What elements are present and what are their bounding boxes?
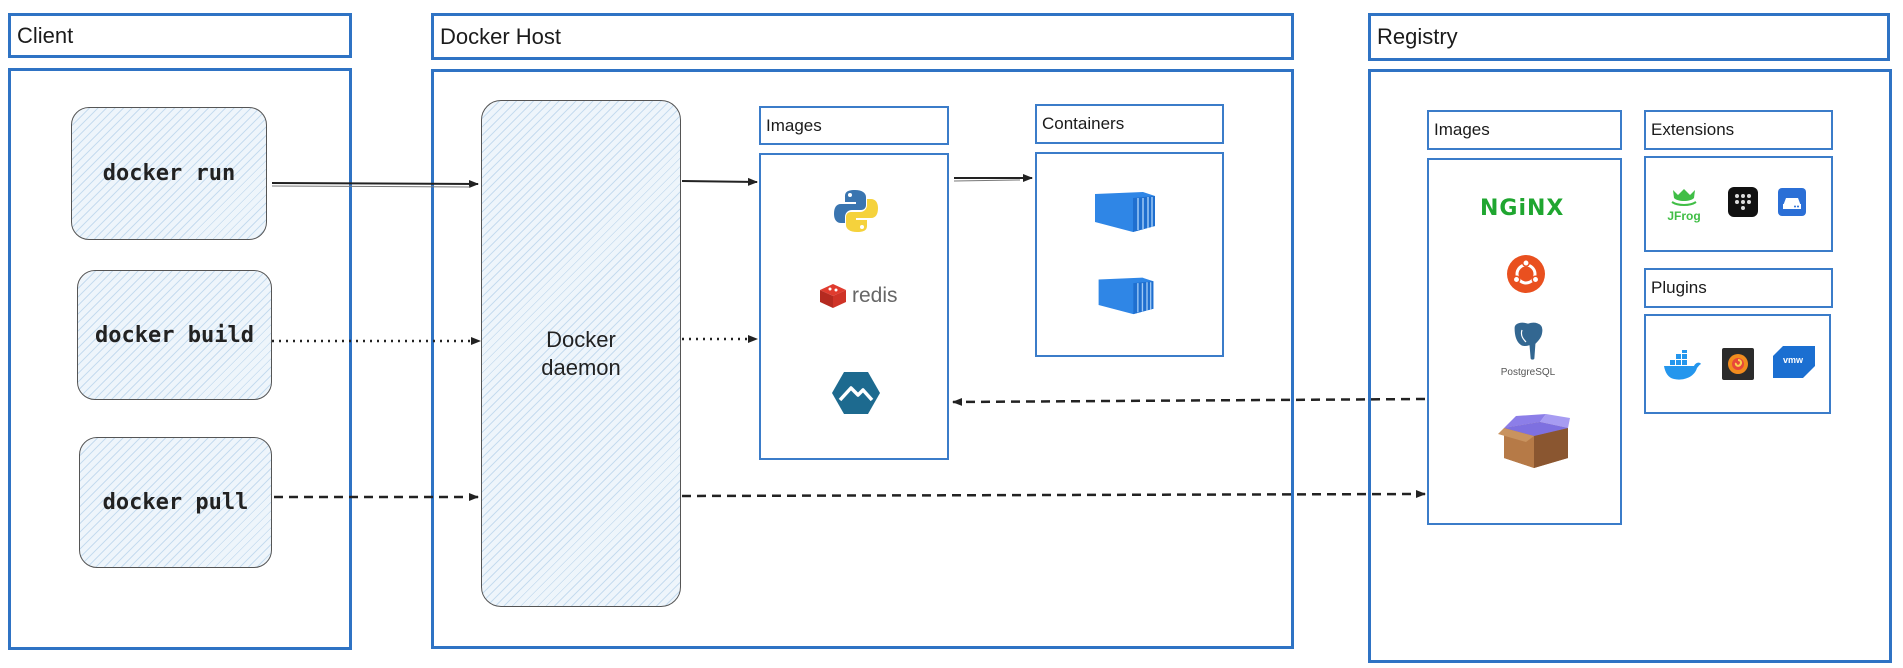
daemon-label-line1: Docker <box>546 327 616 352</box>
postgresql-logo[interactable]: PostgreSQL <box>1498 320 1558 378</box>
containers-panel <box>1035 152 1224 357</box>
docker-run-command[interactable]: docker run <box>71 107 267 240</box>
host-images-header: Images <box>759 106 949 145</box>
registry-header: Registry <box>1368 13 1890 61</box>
jfrog-icon <box>1671 189 1697 206</box>
disk-icon[interactable] <box>1778 188 1806 216</box>
extensions-header: Extensions <box>1644 110 1833 150</box>
container-icon[interactable] <box>1095 274 1157 316</box>
box-icon[interactable] <box>1496 412 1572 470</box>
registry-images-title: Images <box>1434 120 1490 139</box>
redis-icon <box>820 284 846 308</box>
plugins-header: Plugins <box>1644 268 1833 308</box>
grafana-icon[interactable] <box>1722 348 1754 380</box>
docker-daemon[interactable]: Docker daemon <box>481 100 681 607</box>
docker-daemon-label: Docker daemon <box>541 326 621 381</box>
vmware-label: vmw <box>1783 355 1804 365</box>
vmware-icon <box>1773 346 1815 378</box>
containers-header: Containers <box>1035 104 1224 144</box>
docker-host-header: Docker Host <box>431 13 1294 60</box>
redis-logo[interactable]: redis <box>818 282 898 310</box>
python-icon[interactable] <box>833 188 879 234</box>
client-title: Client <box>17 22 74 48</box>
docker-pull-label: docker pull <box>102 490 249 515</box>
registry-title: Registry <box>1377 24 1458 49</box>
docker-build-label: docker build <box>95 322 254 348</box>
nginx-icon[interactable]: NGiNX <box>1480 196 1564 221</box>
plugins-title: Plugins <box>1651 278 1707 297</box>
registry-images-header: Images <box>1427 110 1622 150</box>
docker-whale-icon[interactable] <box>1662 350 1702 382</box>
postgresql-label: PostgreSQL <box>1500 367 1556 378</box>
redis-label: redis <box>852 284 898 307</box>
docker-run-label: docker run <box>102 161 236 186</box>
jfrog-label: JFrog <box>1667 209 1701 223</box>
ubuntu-icon[interactable] <box>1506 254 1546 294</box>
containers-title: Containers <box>1042 114 1125 133</box>
nginx-label: NGiNX <box>1480 196 1565 221</box>
grid-app-icon[interactable] <box>1728 187 1758 217</box>
docker-pull-command[interactable]: docker pull <box>79 437 272 568</box>
docker-build-command[interactable]: docker build <box>77 270 272 400</box>
docker-host-title: Docker Host <box>440 23 562 49</box>
jfrog-logo[interactable]: JFrog <box>1667 186 1701 223</box>
host-images-title: Images <box>766 115 822 135</box>
daemon-label-line2: daemon <box>541 354 621 380</box>
container-icon[interactable] <box>1093 188 1157 234</box>
postgresql-icon <box>1513 321 1544 361</box>
extensions-title: Extensions <box>1651 120 1735 139</box>
alpine-icon[interactable] <box>831 370 881 416</box>
client-header: Client <box>8 13 352 58</box>
